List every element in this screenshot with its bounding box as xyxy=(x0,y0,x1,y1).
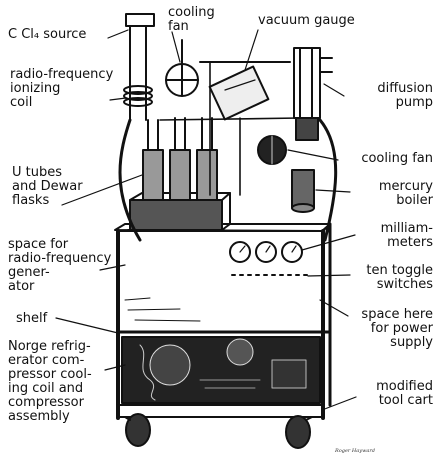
label-vacuum-gauge: vacuum gauge xyxy=(258,13,355,28)
compressor-assembly xyxy=(121,336,321,404)
label-ccl4-source: C Cl₄ source xyxy=(8,27,87,42)
label-toggle-switches: ten toggle switches xyxy=(366,263,433,292)
u-tube-block xyxy=(129,117,231,231)
leader-lines xyxy=(55,29,357,411)
label-u-tubes: U tubes and Dewar flasks xyxy=(12,165,83,208)
diffusion-pump xyxy=(293,47,333,141)
artist-signature: Roger Hayward xyxy=(335,448,375,454)
label-milliammeters: milliam- meters xyxy=(380,221,433,250)
vacuum-gauge xyxy=(199,61,291,121)
label-power-supply: space here for power supply xyxy=(361,307,433,350)
label-mercury-boiler: mercury boiler xyxy=(378,179,433,208)
meter-panel xyxy=(229,241,308,276)
label-rf-ionizing-coil: radio-frequency ionizing coil xyxy=(10,67,114,110)
label-cooling-fan-right: cooling fan xyxy=(361,151,433,166)
mercury-boiler xyxy=(291,169,315,213)
frame-rods xyxy=(159,61,338,242)
cooling-fan-top xyxy=(165,39,199,97)
rf-coil-and-source xyxy=(118,13,155,242)
label-cooling-fan-top: cooling fan xyxy=(168,5,215,34)
label-tool-cart: modified tool cart xyxy=(376,379,433,408)
label-shelf: shelf xyxy=(16,311,48,326)
label-diffusion-pump: diffusion pump xyxy=(377,81,433,110)
label-compressor: Norge refrig- erator com- pressor cool- … xyxy=(8,339,92,424)
cooling-fan-right xyxy=(257,135,287,165)
label-rf-generator: space for radio-frequency gener- ator xyxy=(8,237,112,294)
cart-body xyxy=(114,222,332,420)
cart-wheels xyxy=(124,413,313,449)
